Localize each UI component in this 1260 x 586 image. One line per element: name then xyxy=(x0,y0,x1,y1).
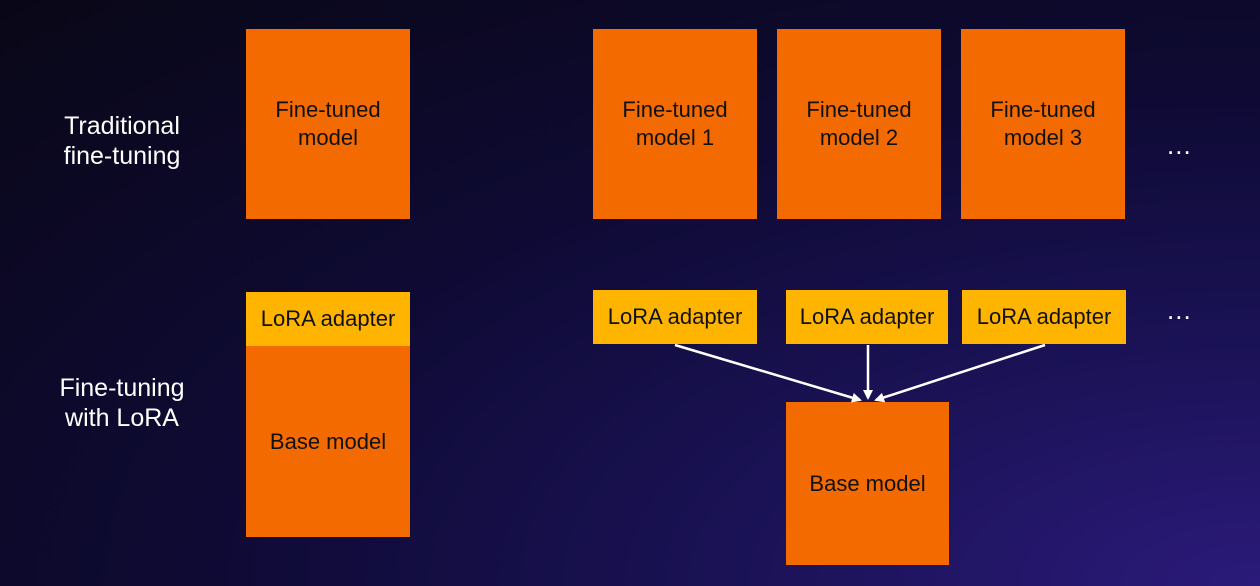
fine-tuned-model-3-box: Fine-tuned model 3 xyxy=(961,29,1125,219)
shared-base-model-box: Base model xyxy=(786,402,949,565)
lora-fine-tuning-label: Fine-tuning with LoRA xyxy=(59,374,185,432)
lora-adapter-1-box: LoRA adapter xyxy=(593,290,757,344)
traditional-fine-tuning-label: Traditional fine-tuning xyxy=(63,112,181,170)
base-model-box: Base model xyxy=(246,346,410,537)
arrow-adapter-1-to-base xyxy=(674,343,862,403)
more-adapters-ellipsis: ... xyxy=(1167,295,1192,325)
arrow-adapter-3-to-base xyxy=(874,343,1046,403)
fine-tuned-model-1-box: Fine-tuned model 1 xyxy=(593,29,757,219)
lora-adapter-3-box: LoRA adapter xyxy=(962,290,1126,344)
fine-tuned-model-2-box: Fine-tuned model 2 xyxy=(777,29,941,219)
more-models-ellipsis: ... xyxy=(1167,130,1192,160)
lora-adapter-2-box: LoRA adapter xyxy=(786,290,948,344)
fine-tuned-model-box: Fine-tuned model xyxy=(246,29,410,219)
lora-adapter-box: LoRA adapter xyxy=(246,292,410,346)
